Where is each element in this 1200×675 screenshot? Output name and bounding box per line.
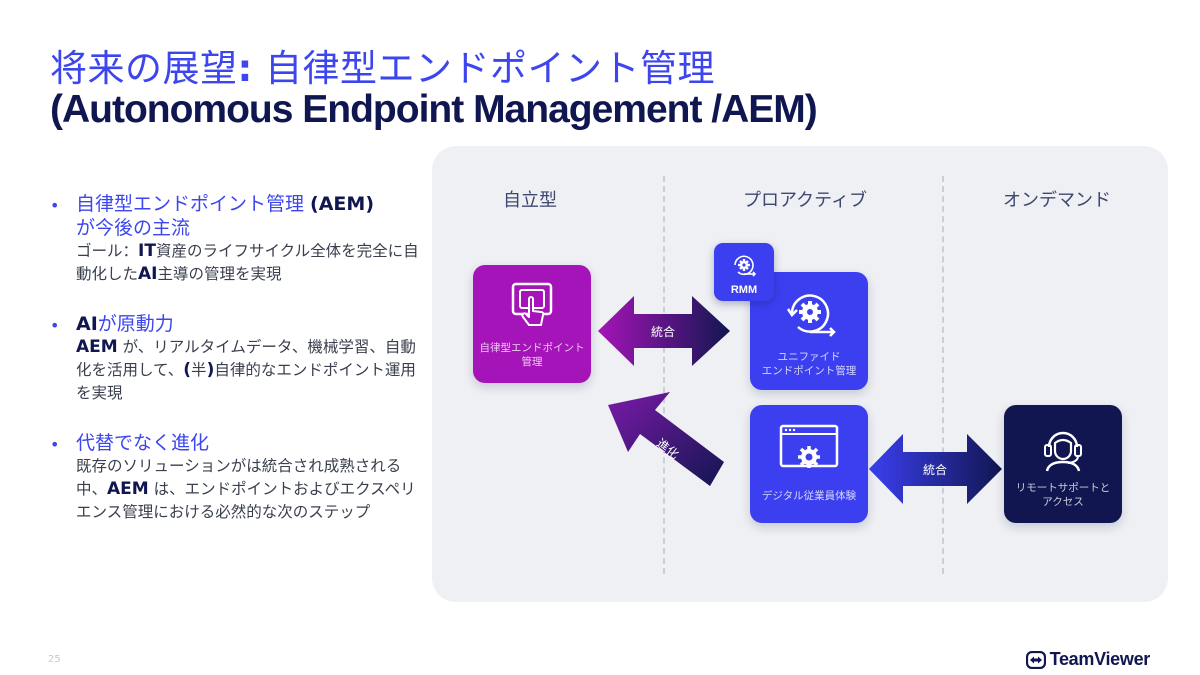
bullet-heading-bold: AI bbox=[76, 313, 98, 335]
rmm-label: RMM bbox=[730, 284, 758, 296]
touch-screen-icon bbox=[511, 282, 553, 326]
bullet-dot: • bbox=[50, 196, 60, 215]
integrate-arrow-bottom bbox=[869, 434, 1002, 504]
bullet-heading-bold: (AEM) bbox=[310, 193, 375, 215]
bullet-item-3: • 代替でなく進化 既存のソリューションがは統合され成熟される中、AEM は、エ… bbox=[50, 431, 420, 524]
bullet-body-text: 主導の管理を実現 bbox=[157, 265, 282, 283]
bullet-body-text: 自律的なエンドポイント運用を実現 bbox=[76, 361, 416, 402]
brand-name: TeamViewer bbox=[1049, 649, 1151, 669]
aem-card-label: 自律型エンドポイント 管理 bbox=[479, 342, 585, 368]
bullet-item-1: • 自律型エンドポイント管理 (AEM) が今後の主流 ゴール：IT資産のライフサ… bbox=[50, 192, 420, 286]
integrate-arrow-top bbox=[598, 296, 730, 366]
dex-card-label: デジタル従業員体験 bbox=[761, 490, 857, 502]
bullet-item-2: • AIが原動力 AEM が、リアルタイムデータ、機械学習、自動化を活用して、(… bbox=[50, 312, 420, 405]
dex-card: デジタル従業員体験 bbox=[750, 405, 868, 523]
bullet-body-bold: IT bbox=[138, 241, 156, 261]
bullet-body-text: は、エンドポイントおよびエクスペリエンス管理における必然的な次のステップ bbox=[76, 480, 416, 521]
bullet-body-bold: AEM bbox=[76, 337, 118, 357]
bullet-body: 既存のソリューションがは統合され成熟される中、AEM は、エンドポイントおよびエ… bbox=[76, 455, 420, 524]
title-part-b: 自律型エンドポイント管理 bbox=[252, 47, 716, 90]
bullet-body-bold: ( bbox=[183, 360, 192, 380]
bullet-heading: 自律型エンドポイント管理 (AEM) が今後の主流 bbox=[76, 192, 420, 240]
title-part-a: 将来の展望 bbox=[50, 47, 238, 90]
brand-logo: TeamViewer bbox=[1025, 649, 1151, 670]
aem-card: 自律型エンドポイント 管理 bbox=[473, 265, 591, 383]
column-divider bbox=[942, 176, 944, 574]
bullet-heading: AIが原動力 bbox=[76, 312, 420, 336]
column-heading-on-demand: オンデマンド bbox=[1003, 190, 1111, 211]
remote-support-card-label: リモートサポートと アクセス bbox=[1015, 482, 1111, 508]
bullet-body-text: 資産のライフサイクル全体を完全に自動化した bbox=[76, 242, 419, 283]
integrate-label-top: 統合 bbox=[651, 325, 676, 339]
bullet-body: ゴール：IT資産のライフサイクル全体を完全に自動化したAI主導の管理を実現 bbox=[76, 240, 420, 286]
title-colon: : bbox=[237, 47, 253, 90]
rmm-gear-icon bbox=[734, 255, 757, 277]
browser-gear-icon bbox=[779, 424, 839, 468]
column-heading-proactive: プロアクティブ bbox=[743, 190, 868, 211]
bullet-body-bold: AI bbox=[138, 264, 158, 284]
bullet-heading-text: 自律型エンドポイント管理 bbox=[76, 193, 311, 215]
uem-card-label: ユニファイド エンドポイント管理 bbox=[761, 351, 857, 377]
bullet-body-bold: AEM bbox=[107, 479, 149, 499]
bullet-body-bold: ) bbox=[206, 360, 215, 380]
bullet-heading: 代替でなく進化 bbox=[76, 432, 210, 454]
bullet-dot: • bbox=[50, 316, 60, 335]
bullet-body: AEM が、リアルタイムデータ、機械学習、自動化を活用して、(半)自律的なエンド… bbox=[76, 336, 420, 405]
bullet-dot: • bbox=[50, 435, 60, 454]
page-title-japanese: 将来の展望: 自律型エンドポイント管理 bbox=[50, 38, 715, 92]
column-heading-autonomous: 自立型 bbox=[503, 190, 557, 211]
bullet-heading-text: が原動力 bbox=[97, 313, 174, 335]
gear-cycle-icon bbox=[786, 294, 836, 337]
headset-agent-icon bbox=[1044, 431, 1082, 472]
rmm-badge: RMM bbox=[714, 243, 774, 301]
bullet-list: • 自律型エンドポイント管理 (AEM)が今後の主流 ゴール：IT資産のライフサ… bbox=[50, 192, 420, 550]
bullet-body-text: が、リアルタイムデータ、機械学習、自動化を活用して、 bbox=[76, 338, 416, 379]
page-title-english: (Autonomous Endpoint Management /AEM) bbox=[50, 88, 818, 131]
evolve-arrow bbox=[608, 392, 724, 486]
integrate-label-bottom: 統合 bbox=[923, 463, 948, 477]
bullet-body-text: 既存のソリューションがは統合され成熟される中、 bbox=[76, 457, 402, 498]
remote-support-card: リモートサポートと アクセス bbox=[1004, 405, 1122, 523]
teamviewer-logo-icon bbox=[1025, 650, 1046, 669]
bullet-body-text: 半 bbox=[191, 361, 207, 379]
page-number: 25 bbox=[48, 654, 61, 665]
bullet-heading-text: が今後の主流 bbox=[76, 217, 191, 239]
bullet-body-text: ゴール： bbox=[76, 242, 139, 260]
column-divider bbox=[663, 176, 665, 574]
